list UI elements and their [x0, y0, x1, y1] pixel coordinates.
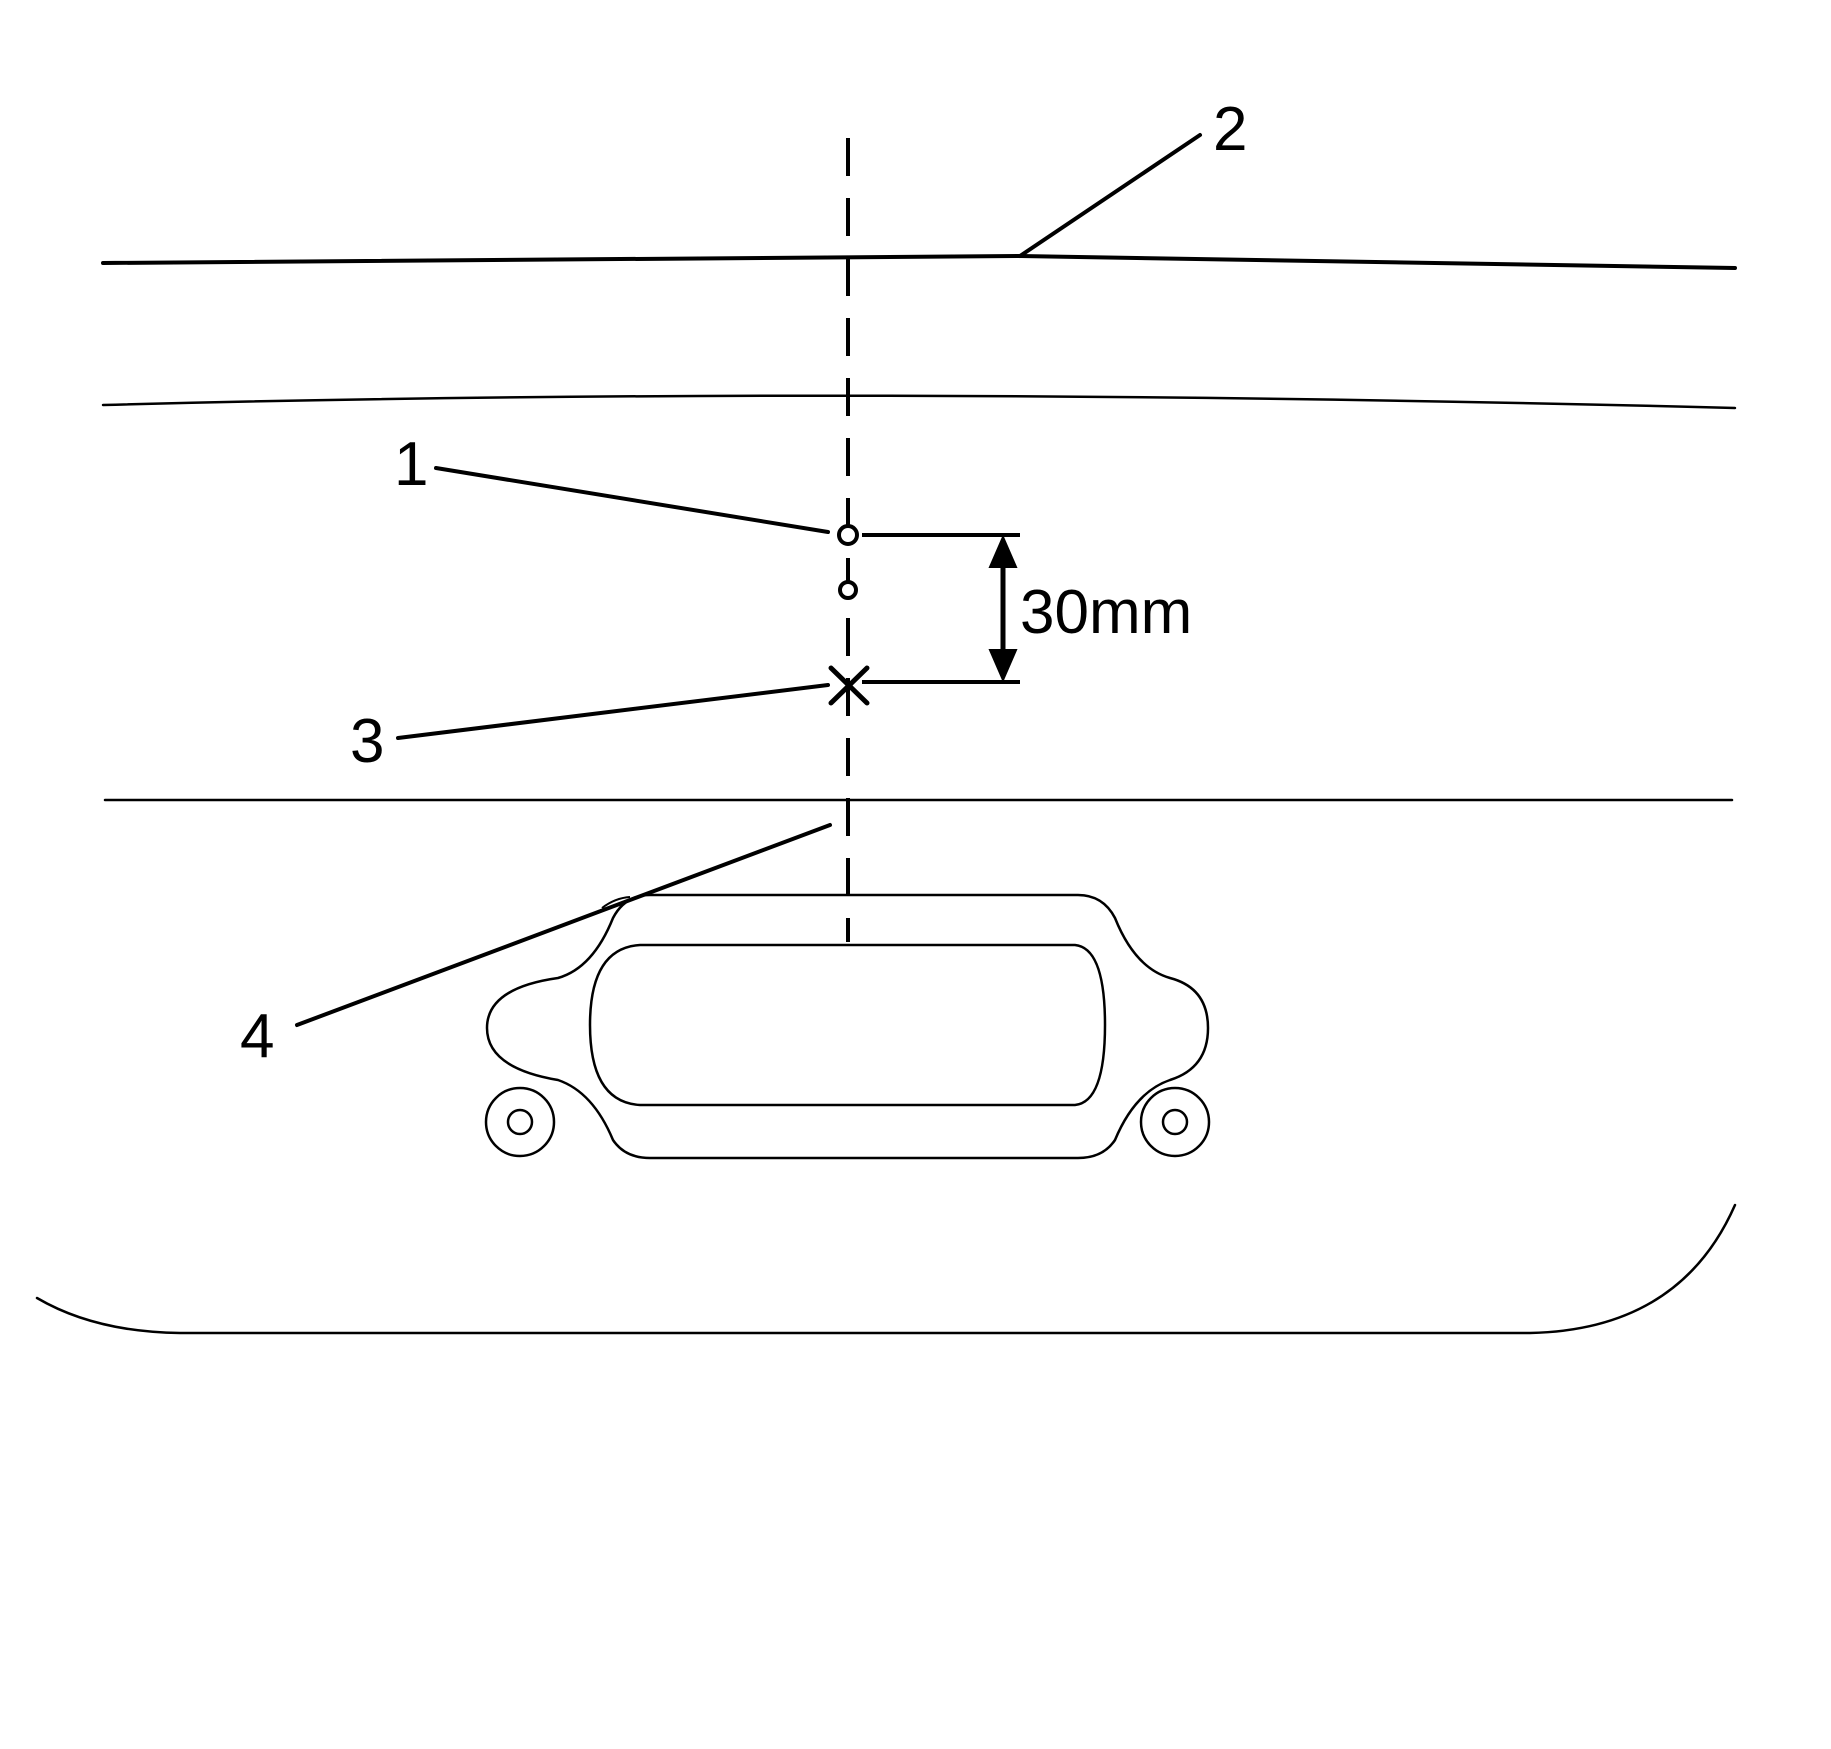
callout-1: 1 — [394, 430, 428, 499]
left-mount-boss — [484, 1086, 556, 1158]
centerline-marks — [837, 524, 859, 600]
handle-inner-recess — [588, 943, 1107, 1107]
reference-hole-lower — [838, 580, 858, 600]
drill-point-mark — [828, 665, 870, 706]
leader-line-1 — [434, 466, 830, 534]
callout-4: 4 — [240, 1002, 274, 1071]
left-mount-hole — [506, 1108, 534, 1136]
dimension-arrow-bottom — [988, 649, 1018, 683]
right-mount-hole — [1161, 1108, 1189, 1136]
handle-outer-outline — [485, 893, 1210, 1160]
callout-3: 3 — [350, 707, 384, 776]
dimension-30mm — [862, 533, 1020, 684]
leader-line-2 — [1018, 133, 1202, 258]
handle-housing — [484, 893, 1211, 1160]
handle-edge-detail — [601, 896, 631, 909]
bottom-panel-edge — [35, 1203, 1737, 1335]
top-edge-line — [101, 253, 1737, 270]
leader-lines — [295, 133, 1202, 1027]
reference-hole-upper — [837, 524, 859, 546]
panel-lines — [35, 253, 1737, 1335]
dimension-label: 30mm — [1020, 578, 1192, 647]
leader-line-4 — [295, 823, 832, 1027]
dimension-arrow-top — [988, 534, 1018, 568]
callout-2: 2 — [1213, 95, 1247, 164]
right-mount-boss — [1139, 1086, 1211, 1158]
upper-crease-line — [101, 394, 1737, 410]
leader-line-3 — [396, 683, 830, 740]
